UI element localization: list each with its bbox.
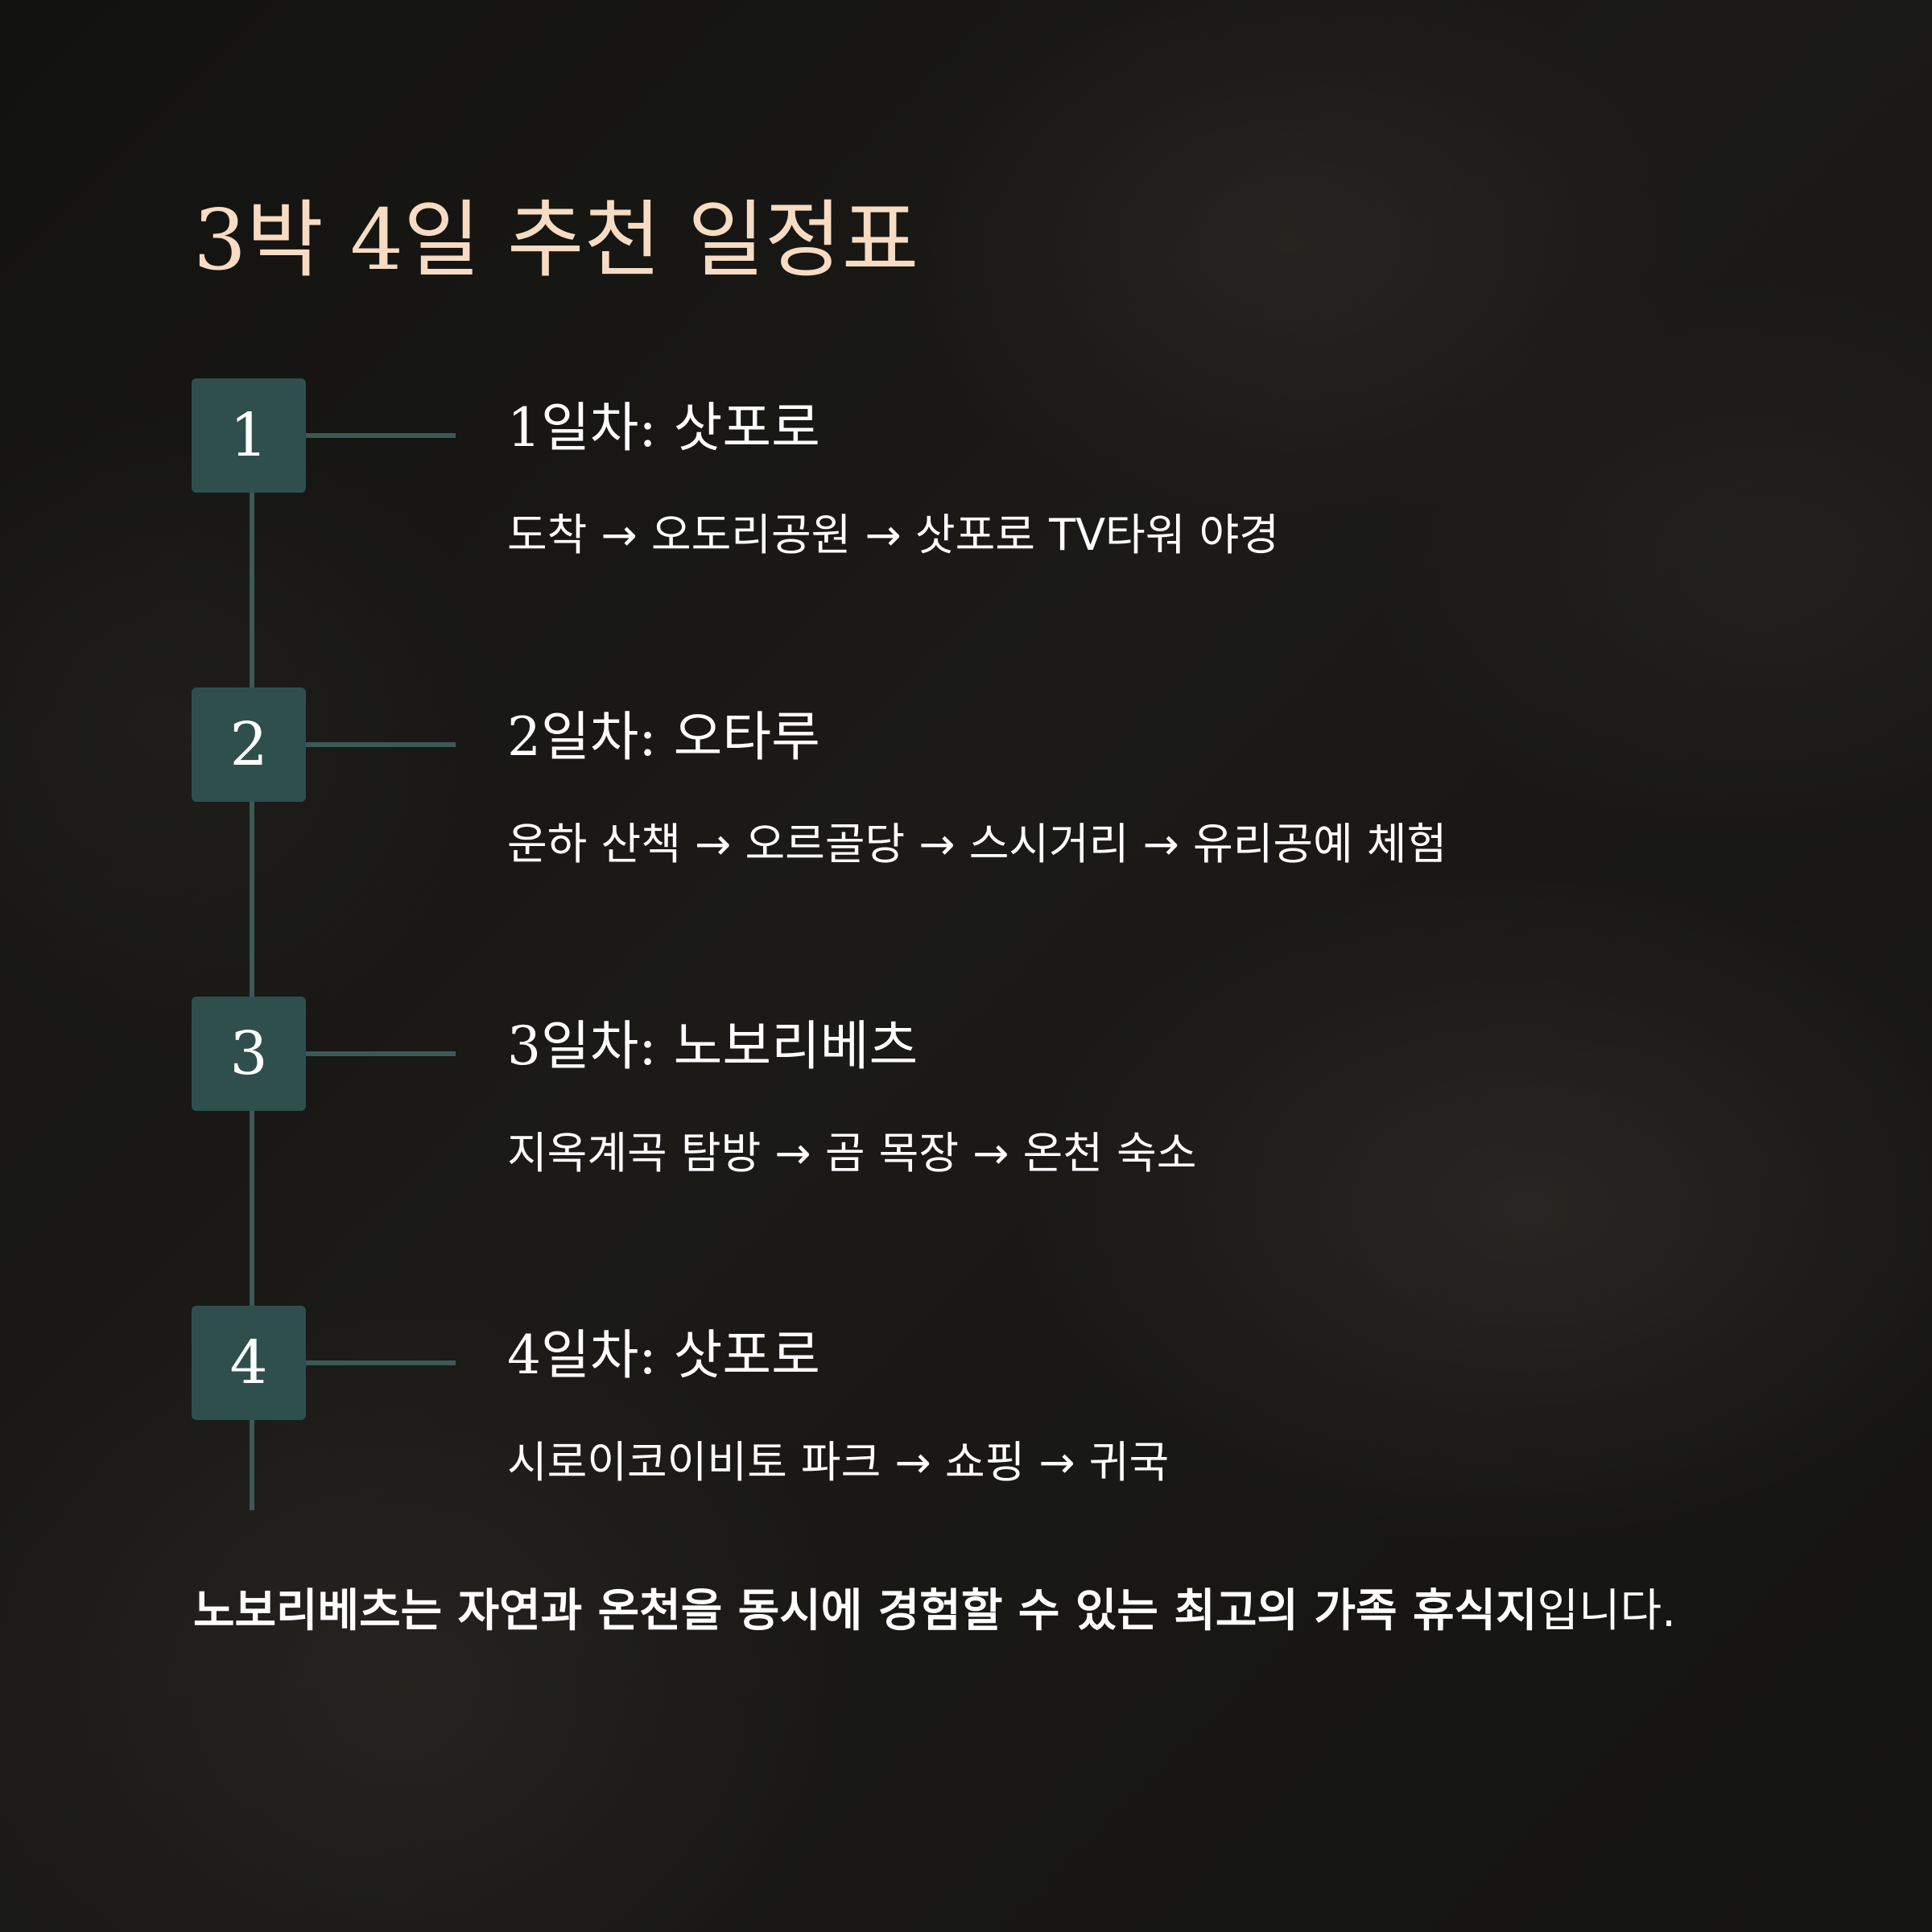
day-description: 지옥계곡 탐방 → 곰 목장 → 온천 숙소 (507, 1128, 1197, 1179)
day-item-3: 3 3일차: 노보리베츠 지옥계곡 탐방 → 곰 목장 → 온천 숙소 (0, 997, 1932, 1238)
day-connector-line (306, 433, 456, 438)
day-title: 4일차: 삿포로 (507, 1324, 820, 1386)
day-number-badge: 4 (192, 1306, 306, 1420)
day-title: 3일차: 노보리베츠 (507, 1015, 919, 1077)
day-item-1: 1 1일차: 삿포로 도착 → 오도리공원 → 삿포로 TV타워 야경 (0, 378, 1932, 620)
day-item-2: 2 2일차: 오타루 운하 산책 → 오르골당 → 스시거리 → 유리공예 체험 (0, 687, 1932, 929)
summary-text: 노보리베츠는 자연과 온천을 동시에 경험할 수 있는 최고의 가족 휴식지입니… (193, 1570, 1771, 1653)
day-number-badge: 2 (192, 687, 306, 802)
day-description: 도착 → 오도리공원 → 삿포로 TV타워 야경 (507, 510, 1279, 560)
day-connector-line (306, 1051, 456, 1056)
day-description: 운하 산책 → 오르골당 → 스시거리 → 유리공예 체험 (507, 819, 1447, 869)
page-title: 3박 4일 추천 일정표 (193, 191, 919, 289)
day-title: 2일차: 오타루 (507, 706, 820, 768)
summary-ending: 입니다. (1537, 1585, 1676, 1637)
day-item-4: 4 4일차: 삿포로 시로이코이비토 파크 → 쇼핑 → 귀국 (0, 1306, 1932, 1547)
day-description: 시로이코이비토 파크 → 쇼핑 → 귀국 (507, 1437, 1170, 1488)
day-number-badge: 3 (192, 997, 306, 1111)
day-title: 1일차: 삿포로 (507, 397, 820, 459)
day-connector-line (306, 742, 456, 747)
timeline-line (250, 435, 254, 1510)
day-number-badge: 1 (192, 378, 306, 493)
day-connector-line (306, 1360, 456, 1365)
summary-highlight: 노보리베츠는 자연과 온천을 동시에 경험할 수 있는 최고의 가족 휴식지 (193, 1585, 1538, 1637)
